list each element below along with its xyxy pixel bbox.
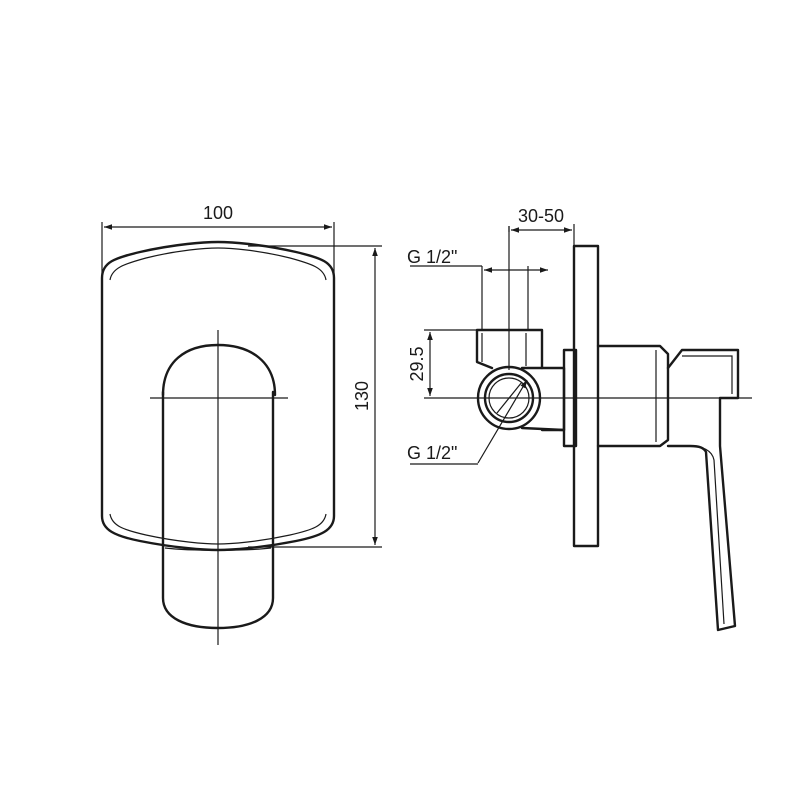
height-label: 130 [352, 381, 372, 411]
cover-plate [100, 240, 336, 552]
side-plate [572, 244, 600, 548]
handle-base [161, 343, 277, 397]
front-view: 100 130 [100, 203, 382, 645]
thread-bottom-leader-diagonal [477, 379, 528, 464]
width-label: 100 [203, 203, 233, 223]
thread-top-label: G 1/2" [407, 247, 457, 267]
offset-label: 29.5 [407, 346, 427, 381]
plate-bevel-top [109, 247, 327, 281]
thread-bottom-label: G 1/2" [407, 443, 457, 463]
side-lever-detail [682, 355, 733, 625]
spindle-housing [596, 344, 670, 448]
body-bottom-edge [520, 426, 566, 432]
side-view: 30-50 G 1/2" 29.5 G 1/2" [407, 206, 752, 632]
depth-label: 30-50 [518, 206, 564, 226]
side-lever [666, 348, 740, 632]
valve-body [540, 366, 566, 432]
